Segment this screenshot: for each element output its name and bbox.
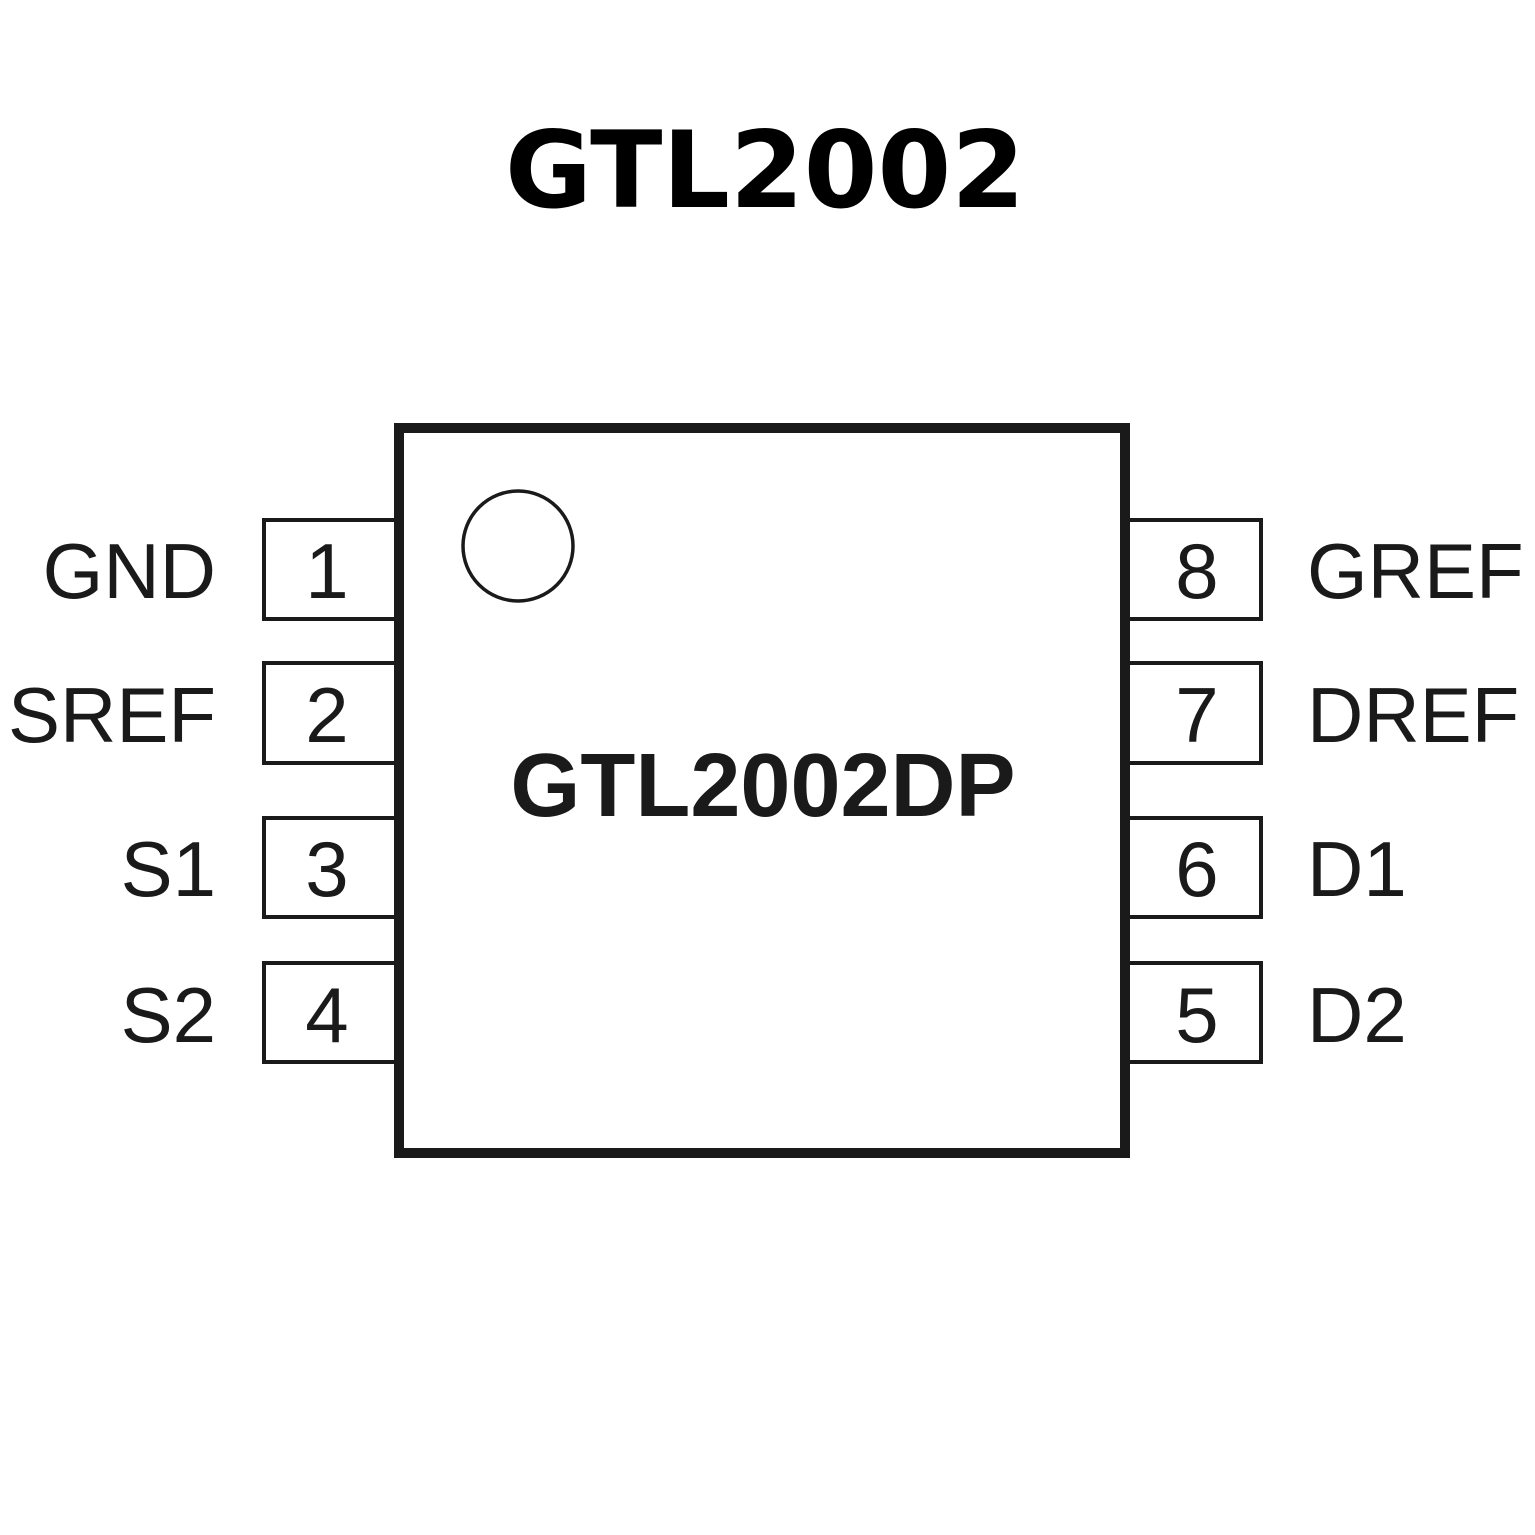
pin-4: 4 S2 xyxy=(121,961,399,1064)
pin-pad xyxy=(1126,816,1263,919)
pin-name: DREF xyxy=(1307,671,1519,759)
pin-number: 8 xyxy=(1175,527,1218,615)
pin-pad xyxy=(262,518,399,621)
pin-name: SREF xyxy=(8,671,216,759)
diagram-title: GTL2002 xyxy=(505,109,1025,232)
pin-number: 3 xyxy=(305,825,348,913)
pin-number: 2 xyxy=(305,671,348,759)
pin-2: 2 SREF xyxy=(8,661,399,765)
pin-number: 1 xyxy=(305,527,348,615)
pin-pad xyxy=(1126,518,1263,621)
chip-body xyxy=(394,423,1130,1158)
left-pins: 1 GND 2 SREF 3 S1 4 S2 xyxy=(8,518,399,1064)
pin-3: 3 S1 xyxy=(121,816,399,919)
pin-8: 8 GREF xyxy=(1126,518,1524,621)
pin-1: 1 GND xyxy=(43,518,399,621)
pin-5: 5 D2 xyxy=(1126,961,1407,1064)
pin-6: 6 D1 xyxy=(1126,816,1407,919)
pin-pad xyxy=(262,816,399,919)
pin-name: S1 xyxy=(121,825,216,913)
pin-name: GND xyxy=(43,527,216,615)
pin-pad xyxy=(262,661,399,765)
pin-name: D1 xyxy=(1307,825,1407,913)
pin-number: 7 xyxy=(1175,671,1218,759)
pin-name: S2 xyxy=(121,971,216,1059)
pin-number: 4 xyxy=(305,971,348,1059)
pin-number: 6 xyxy=(1175,825,1218,913)
pin-name: GREF xyxy=(1307,527,1524,615)
right-pins: 8 GREF 7 DREF 6 D1 5 D2 xyxy=(1126,518,1524,1064)
pin-7: 7 DREF xyxy=(1126,661,1519,765)
pin-name: D2 xyxy=(1307,971,1407,1059)
pin1-marker-icon xyxy=(461,489,575,603)
pin-number: 5 xyxy=(1175,971,1218,1059)
chip-label: GTL2002DP xyxy=(510,736,1015,836)
